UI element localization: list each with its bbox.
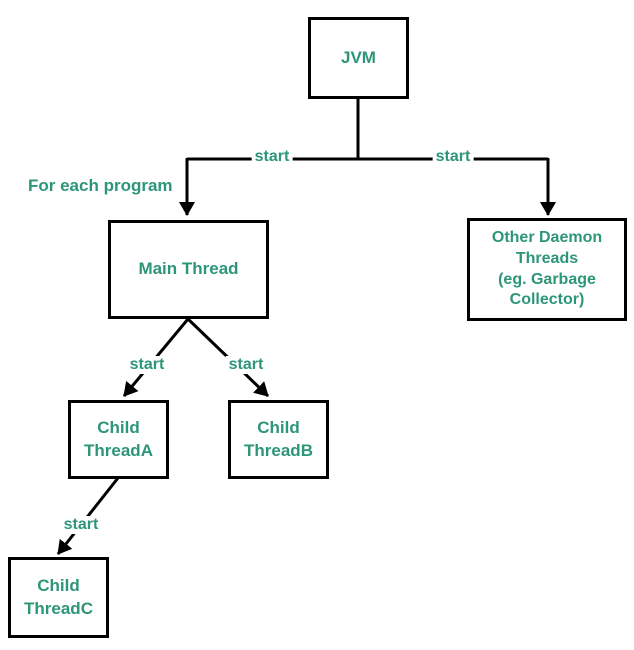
edge-label-start-jvm-to-main: start (251, 148, 293, 166)
node-jvm: JVM (308, 17, 409, 99)
edge-label-start-child-a-to-child-c: start (60, 516, 102, 534)
edge-label-start-main-to-child-a: start (126, 356, 168, 374)
annotation-for-each-program: For each program (28, 176, 173, 195)
node-child-thread-a: Child ThreadA (68, 400, 169, 479)
node-child-thread-c: Child ThreadC (8, 557, 109, 638)
node-other-daemon-threads: Other Daemon Threads (eg. Garbage Collec… (467, 218, 627, 321)
node-main-thread: Main Thread (108, 220, 269, 319)
edge-label-start-jvm-to-daemon: start (432, 148, 474, 166)
node-child-thread-b: Child ThreadB (228, 400, 329, 479)
edge-label-start-main-to-child-b: start (225, 356, 267, 374)
